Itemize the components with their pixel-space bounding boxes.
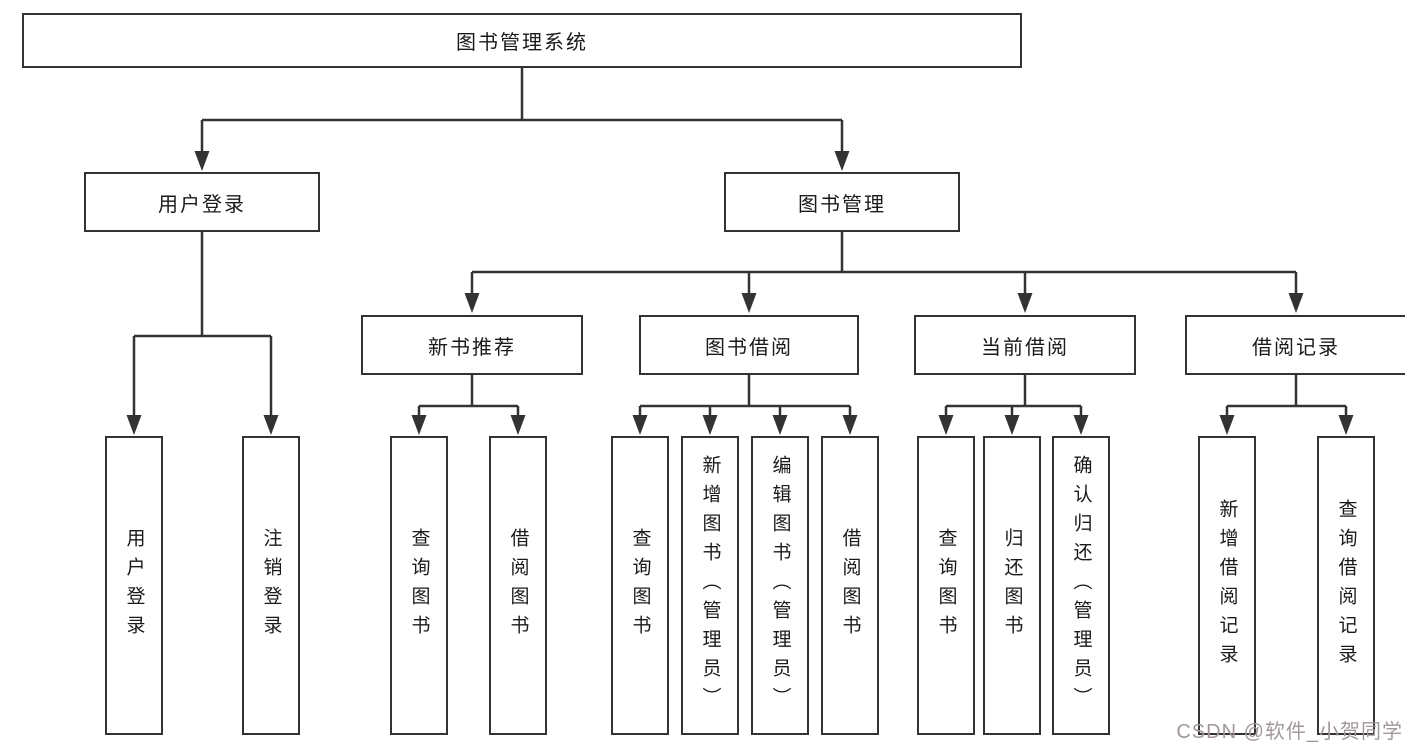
node-label: 归还图书: [1001, 527, 1023, 644]
node-user-login: 用户登录: [84, 172, 320, 232]
node-label: 用户登录: [158, 193, 246, 216]
node-current-borrowing: 当前借阅: [914, 315, 1136, 375]
leaf-user-login: 用户登录: [105, 436, 163, 735]
node-label: 用户登录: [123, 527, 145, 644]
leaf-add-books-admin: 新增图书（管理员）: [681, 436, 739, 735]
node-book-borrowing: 图书借阅: [639, 315, 859, 375]
node-label: 当前借阅: [981, 336, 1069, 359]
leaf-borrow-books: 借阅图书: [489, 436, 547, 735]
node-label: 确认归还（管理员）: [1070, 455, 1092, 716]
leaf-add-borrow-record: 新增借阅记录: [1198, 436, 1256, 735]
node-label: 查询借阅记录: [1335, 498, 1357, 673]
node-new-book-recommend: 新书推荐: [361, 315, 583, 375]
node-label: 查询图书: [935, 527, 957, 644]
node-library-management-system: 图书管理系统: [22, 13, 1022, 68]
leaf-confirm-return-admin: 确认归还（管理员）: [1052, 436, 1110, 735]
node-borrowing-records: 借阅记录: [1185, 315, 1405, 375]
leaf-logout: 注销登录: [242, 436, 300, 735]
node-label: 借阅记录: [1252, 336, 1340, 359]
leaf-query-books: 查询图书: [390, 436, 448, 735]
leaf-query-books: 查询图书: [611, 436, 669, 735]
node-label: 借阅图书: [507, 527, 529, 644]
node-label: 新书推荐: [428, 336, 516, 359]
leaf-borrow-books: 借阅图书: [821, 436, 879, 735]
node-book-management: 图书管理: [724, 172, 960, 232]
node-label: 注销登录: [260, 527, 282, 644]
leaf-edit-books-admin: 编辑图书（管理员）: [751, 436, 809, 735]
node-label: 借阅图书: [839, 527, 861, 644]
leaf-query-books: 查询图书: [917, 436, 975, 735]
node-label: 查询图书: [408, 527, 430, 644]
node-label: 图书管理: [798, 193, 886, 216]
csdn-watermark: CSDN @软件_小贺同学: [1176, 721, 1403, 743]
node-label: 新增图书（管理员）: [699, 455, 721, 716]
node-label: 图书借阅: [705, 336, 793, 359]
node-label: 图书管理系统: [456, 32, 588, 54]
node-label: 编辑图书（管理员）: [769, 455, 791, 716]
node-label: 新增借阅记录: [1216, 498, 1238, 673]
leaf-return-books: 归还图书: [983, 436, 1041, 735]
leaf-query-borrow-record: 查询借阅记录: [1317, 436, 1375, 735]
node-label: 查询图书: [629, 527, 651, 644]
